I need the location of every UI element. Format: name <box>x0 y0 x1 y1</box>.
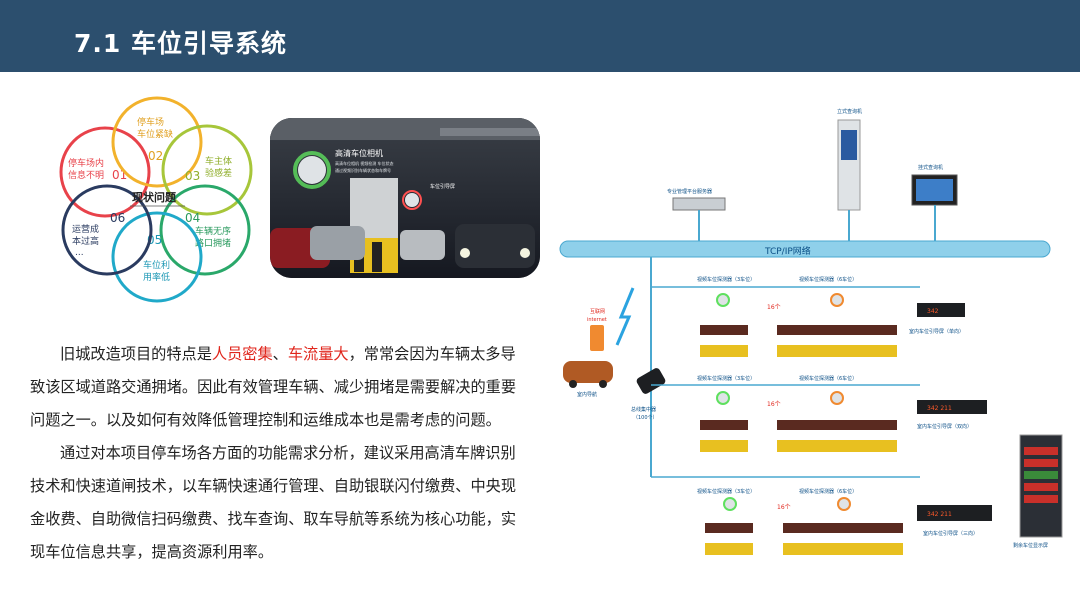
row1-slots: 16个 <box>767 304 781 311</box>
row3-readout: 342 211 <box>927 511 952 518</box>
detector-row-2: 视频车位探测器（3车位） 视频车位探测器（6车位） 16个 342 211 室内… <box>651 375 987 452</box>
paragraph-1: 旧城改造项目的特点是人员密集、车流量大，常常会因为车辆太多导 致该区域道路交通拥… <box>30 338 550 437</box>
detector-row-1: 视频车位探测器（3车位） 视频车位探测器（6车位） 16个 342 室内车位引导… <box>651 276 965 357</box>
row2-det6: 视频车位探测器（6车位） <box>799 375 857 382</box>
petal-06: 运营成 本过高 ... 06 <box>61 184 153 276</box>
petal-01-text-1: 停车场内 <box>68 157 104 169</box>
hub-label-1: 总线集中器 <box>631 406 656 413</box>
page-title: 7.1 车位引导系统 <box>74 29 287 58</box>
wall-query: 挂式查询机 <box>911 164 958 241</box>
petal-03-text-1: 车主体 <box>205 155 232 167</box>
p2-line-1: 通过对本项目停车场各方面的功能需求分析，建议采用高清车牌识别 <box>60 444 516 462</box>
internet-label-1: 互联网 <box>590 308 605 315</box>
petal-02-text-1: 停车场 <box>137 116 164 128</box>
row3-slots: 16个 <box>777 504 791 511</box>
paragraph-2: 通过对本项目停车场各方面的功能需求分析，建议采用高清车牌识别 技术和快速道闸技术… <box>30 437 550 569</box>
petal-04-text-1: 车辆无序 <box>195 225 231 237</box>
petal-06-text-2: 本过高 <box>72 235 99 247</box>
p2-line-3: 金收费、自助微信扫码缴费、找车查询、取车导航等系统为核心功能，实 <box>30 510 516 528</box>
row2-det3: 视频车位探测器（3车位） <box>697 375 755 382</box>
p1-line-3: 问题之一。以及如何有效降低管理控制和运维成本也是需考虑的问题。 <box>30 411 501 429</box>
petal-04-num: 04 <box>185 211 200 225</box>
p1-highlight-1: 人员密集 <box>211 345 273 363</box>
petal-02-num: 02 <box>148 149 163 163</box>
car-nav-label: 室内导航 <box>577 391 597 398</box>
photo-sub-2: 通过视频识别车辆状态和车牌号 <box>335 167 391 173</box>
petal-05-text-2: 用率低 <box>143 271 170 283</box>
p1-c: ，常常会因为车辆太多导 <box>348 345 516 363</box>
row1-screen-label: 室内车位引导屏（单向） <box>909 328 964 335</box>
wall-query-label: 挂式查询机 <box>918 164 943 171</box>
petal-06-text-3: ... <box>75 248 84 258</box>
petal-03-text-2: 验感差 <box>205 167 232 179</box>
hub-label-2: （100个） <box>633 415 658 421</box>
server: 专业管理平台服务器 <box>667 188 726 241</box>
photo-label-screen: 车位引导屏 <box>430 183 455 190</box>
internet-node: 互联网 internet 室内导航 <box>563 287 635 398</box>
p1-b: 、 <box>272 345 288 363</box>
p1-a: 旧城改造项目的特点是 <box>60 345 212 363</box>
petal-01-text-2: 信息不明 <box>68 169 104 181</box>
petal-05-text-1: 车位利 <box>143 259 170 271</box>
photo-sub-1: 高清车位相机 视频检测 车位状态 <box>335 160 394 166</box>
p1-line-2: 致该区域道路交通拥堵。因此有效管理车辆、减少拥堵是需要解决的重要 <box>30 378 516 396</box>
row2-readout: 342 211 <box>927 405 952 412</box>
petal-06-text-1: 运营成 <box>72 223 99 235</box>
petal-04-text-2: 路口拥堵 <box>195 237 231 249</box>
row1-det3: 视频车位探测器（3车位） <box>697 276 755 283</box>
bus-label: TCP/IP网络 <box>764 245 811 257</box>
hub: 总线集中器 （100个） <box>631 257 666 477</box>
petal-02: 停车场 车位紧缺 02 <box>111 96 203 188</box>
petal-03-num: 03 <box>185 169 200 183</box>
row3-det6: 视频车位探测器（6车位） <box>799 488 857 495</box>
p1-highlight-2: 车流量大 <box>287 345 349 363</box>
tcp-ip-bus: TCP/IP网络 <box>559 240 1051 258</box>
internet-label-2: internet <box>587 317 607 323</box>
server-label: 专业管理平台服务器 <box>667 188 712 195</box>
big-display: 剩余车位显示屏 <box>1013 434 1063 549</box>
petal-04: 车辆无序 路口拥堵 04 <box>159 184 251 276</box>
detector-row-3: 视频车位探测器（3车位） 视频车位探测器（6车位） 16个 342 211 室内… <box>651 476 992 555</box>
big-display-label: 剩余车位显示屏 <box>1013 542 1048 549</box>
center-label: 现状问题 <box>132 190 177 204</box>
row1-readout: 342 <box>927 308 939 315</box>
petal-06-num: 06 <box>110 211 125 225</box>
row2-slots: 16个 <box>767 401 781 408</box>
row2-screen-label: 室内车位引导屏（双向） <box>917 423 972 430</box>
parking-camera-photo: 高清车位相机 高清车位相机 视频检测 车位状态 通过视频识别车辆状态和车牌号 车… <box>270 118 540 278</box>
row3-screen-label: 室内车位引导屏（三向） <box>923 530 978 537</box>
title-bar: 7.1 车位引导系统 <box>0 0 1080 72</box>
petal-03: 车主体 验感差 03 <box>161 124 253 216</box>
status-problems-diagram: 停车场内 信息不明 01 停车场 车位紧缺 02 车主体 验感差 03 车辆无序… <box>59 96 253 303</box>
kiosk: 立式查询机 <box>837 108 862 241</box>
photo-label-camera: 高清车位相机 <box>335 148 383 158</box>
kiosk-label: 立式查询机 <box>837 108 862 115</box>
row3-det3: 视频车位探测器（3车位） <box>697 488 755 495</box>
p2-line-4: 现车位信息共享，提高资源利用率。 <box>30 543 273 561</box>
p2-line-2: 技术和快速道闸技术，以车辆快速通行管理、自助银联闪付缴费、中央现 <box>30 477 516 495</box>
petal-02-text-2: 车位紧缺 <box>137 128 173 140</box>
petal-05: 车位利 用率低 05 <box>111 211 203 303</box>
network-topology-diagram: TCP/IP网络 专业管理平台服务器 立式查询机 挂式查询机 互联网 inter… <box>559 108 1063 555</box>
row1-det6: 视频车位探测器（6车位） <box>799 276 857 283</box>
